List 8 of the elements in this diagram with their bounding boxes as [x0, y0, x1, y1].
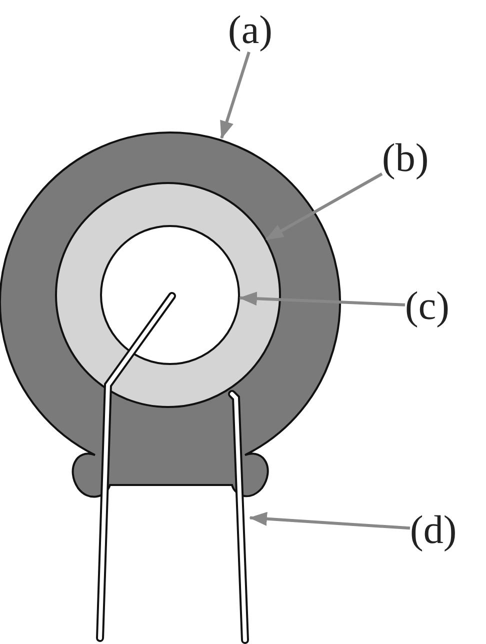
part-label: (a)	[228, 8, 284, 52]
leader-line	[249, 512, 410, 530]
part-label: (d)	[410, 508, 466, 552]
leader-line	[265, 172, 383, 241]
leader-line	[238, 292, 406, 306]
part-label: (b)	[382, 136, 438, 180]
leader-line	[220, 52, 250, 139]
part-label: (c)	[405, 284, 461, 328]
